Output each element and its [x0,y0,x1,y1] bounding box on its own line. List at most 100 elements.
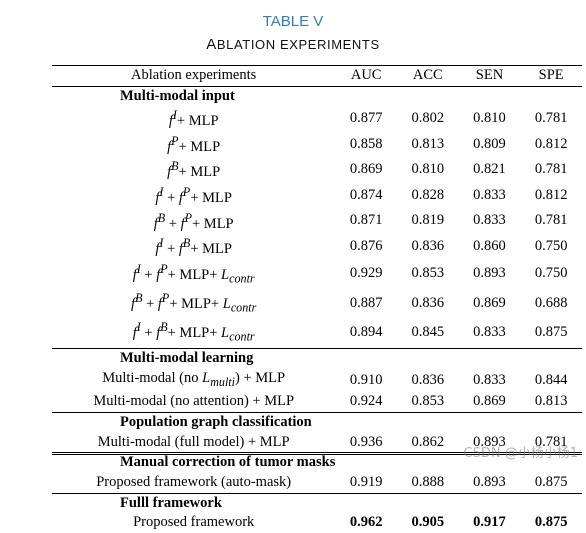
table-number: TABLE V [262,13,324,30]
cell-spe: 0.812 [534,135,568,152]
cell-acc: 0.810 [411,161,445,178]
header-ablation: Ablation experiments [52,65,336,87]
cell-auc: 0.929 [349,265,383,282]
cell-sen: 0.833 [473,324,506,341]
row-label: fI + fP+ MLP [155,185,232,206]
row-label: fB+ MLP [167,159,221,181]
section-spacer [335,452,582,473]
cell-auc: 0.936 [349,433,383,450]
section-spacer [335,492,582,514]
cell-sen: 0.869 [473,393,506,410]
cell-sen: 0.917 [473,514,506,531]
section-title: Multi-modal learning [52,347,336,369]
row-label: fP+ MLP [167,133,221,155]
cell-sen: 0.821 [473,161,506,178]
section-header-row: Multi-modal input [52,86,582,106]
paper-page: TABLE V ABLATION EXPERIMENTS Ablation ex… [0,13,586,530]
cell-sen: 0.809 [473,135,506,152]
cell-sen: 0.869 [473,294,506,311]
cell-sen: 0.893 [473,473,506,490]
cell-sen: 0.893 [473,265,506,282]
cell-acc: 0.802 [411,110,445,127]
table-row: Proposed framework 0.962 0.905 0.917 0.875 [52,513,582,533]
table-row: fI + fB+ MLP 0.876 0.836 0.860 0.750 [52,234,582,260]
cell-spe: 0.812 [534,186,568,203]
cell-spe: 0.781 [534,212,568,229]
cell-auc: 0.874 [349,186,383,203]
cell-acc: 0.862 [411,433,445,450]
cell-acc: 0.836 [411,237,445,254]
cell-sen: 0.860 [473,237,506,254]
cell-acc: 0.813 [411,135,445,152]
table-title-initial: A [206,36,217,53]
table-title-rest: BLATION EXPERIMENTS [216,37,380,52]
cell-auc: 0.858 [349,135,383,152]
section-spacer [335,347,582,369]
header-spe: SPE [520,65,582,87]
cell-spe: 0.781 [534,433,568,450]
cell-acc: 0.888 [411,473,445,490]
cell-auc: 0.869 [349,161,383,178]
cell-auc: 0.962 [349,514,383,531]
cell-spe: 0.688 [534,294,568,311]
watermark: CSDN @小杨小杨1 [463,446,578,461]
table-row: Proposed framework (auto-mask) 0.919 0.888… [52,473,582,493]
row-label: fB + fP+ MLP [153,210,234,232]
cell-spe: 0.875 [534,514,568,531]
section-header-row: Population graph classification [52,411,582,433]
row-label: fB + fP+ MLP+ Lcontr [131,291,257,315]
row-label: Proposed framework (auto-mask) [96,473,292,490]
section-header-row: Fulll framework [52,492,582,514]
row-label: Multi-modal (full model) + MLP [97,433,290,450]
cell-spe: 0.750 [534,265,568,282]
cell-spe: 0.875 [534,324,568,341]
cell-auc: 0.894 [349,324,383,341]
cell-acc: 0.853 [411,393,445,410]
cell-auc: 0.876 [349,237,383,254]
cell-auc: 0.887 [349,294,383,311]
cell-acc: 0.853 [411,265,445,282]
cell-acc: 0.905 [411,514,445,531]
cell-sen: 0.833 [473,371,506,388]
cell-acc: 0.828 [411,186,445,203]
cell-auc: 0.871 [349,212,383,229]
cell-spe: 0.813 [534,393,568,410]
table-row: fB+ MLP 0.869 0.810 0.821 0.781 [52,157,582,183]
section-header-row: Manual correction of tumor masks [52,452,582,473]
row-label: fI + fB+ MLP+ Lcontr [132,320,255,345]
cell-sen: 0.810 [473,110,506,127]
row-label: Proposed framework [133,514,255,531]
cell-sen: 0.833 [473,212,506,229]
cell-spe: 0.875 [534,473,568,490]
table-header-row: Ablation experiments AUC ACC SEN SPE [52,65,582,87]
table-row: fI + fP+ MLP 0.874 0.828 0.833 0.812 [52,183,582,209]
table-title: ABLATION EXPERIMENTS [0,36,586,53]
cell-auc: 0.877 [349,110,383,127]
section-title: Population graph classification [52,411,336,433]
cell-auc: 0.910 [349,371,383,388]
section-header-row: Multi-modal learning [52,347,582,369]
cell-spe: 0.750 [534,237,568,254]
cell-auc: 0.919 [349,473,383,490]
cell-acc: 0.845 [411,324,445,341]
cell-spe: 0.781 [534,110,568,127]
section-title: Fulll framework [52,492,336,514]
cell-acc: 0.836 [411,294,445,311]
row-label: Multi-modal (no Lmulti) + MLP [102,369,286,389]
cell-spe: 0.781 [534,161,568,178]
row-label: fI + fB+ MLP [155,236,232,257]
row-label: fI+ MLP [168,108,219,130]
section-title: Manual correction of tumor masks [52,452,336,473]
header-acc: ACC [397,65,459,87]
cell-sen: 0.833 [473,186,506,203]
header-sen: SEN [458,65,521,87]
row-label: Multi-modal (no attention) + MLP [93,393,295,410]
section-spacer [335,86,582,106]
table-row: fI+ MLP 0.877 0.802 0.810 0.781 [52,106,582,132]
header-auc: AUC [335,65,397,87]
ablation-table: Ablation experiments AUC ACC SEN SPE Mul… [52,65,582,533]
table-row: fI + fB+ MLP+ Lcontr 0.894 0.845 0.833 0.875 [52,318,582,348]
